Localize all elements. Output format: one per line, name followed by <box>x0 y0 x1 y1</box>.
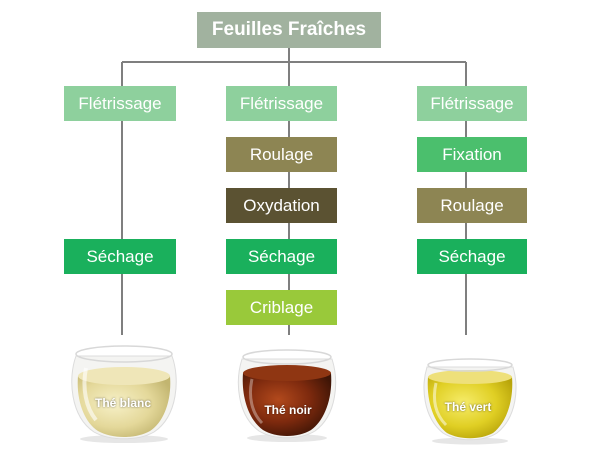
step-label: Fixation <box>442 144 502 164</box>
step-label: Roulage <box>249 144 314 164</box>
step-label: Séchage <box>86 246 154 266</box>
step-label: Criblage <box>249 297 314 317</box>
branch-3-step-roulage: Roulage <box>417 188 527 223</box>
step-label: Flétrissage <box>430 93 514 113</box>
branch-2-step-oxydation: Oxydation <box>226 188 337 223</box>
step-label: Flétrissage <box>78 93 162 113</box>
branch-3-step-fletrissage: Flétrissage <box>417 86 527 121</box>
branch-1-step-fletrissage: Flétrissage <box>64 86 176 121</box>
white-tea-cup-image <box>71 345 177 443</box>
step-label: Roulage <box>440 195 504 215</box>
green-tea-cup-image <box>423 358 517 445</box>
branch-2-step-roulage: Roulage <box>226 137 337 172</box>
root-box: Feuilles Fraîches <box>197 12 381 48</box>
black-tea-cup-image <box>237 349 337 442</box>
white-tea-label: Thé blanc <box>94 396 152 410</box>
step-label: Flétrissage <box>239 93 324 113</box>
branch-3-step-sechage: Séchage <box>417 239 527 274</box>
step-label: Séchage <box>438 246 506 266</box>
branch-2-step-fletrissage: Flétrissage <box>226 86 337 121</box>
root-label: Feuilles Fraîches <box>211 19 367 40</box>
branch-2-step-criblage: Criblage <box>226 290 337 325</box>
branch-3-step-fixation: Fixation <box>417 137 527 172</box>
green-tea-label: Thé vert <box>444 400 492 414</box>
step-label: Oxydation <box>243 195 320 215</box>
black-tea-label: Thé noir <box>264 403 312 417</box>
branch-2-step-sechage: Séchage <box>226 239 337 274</box>
branch-1-step-sechage: Séchage <box>64 239 176 274</box>
step-label: Séchage <box>247 246 316 266</box>
